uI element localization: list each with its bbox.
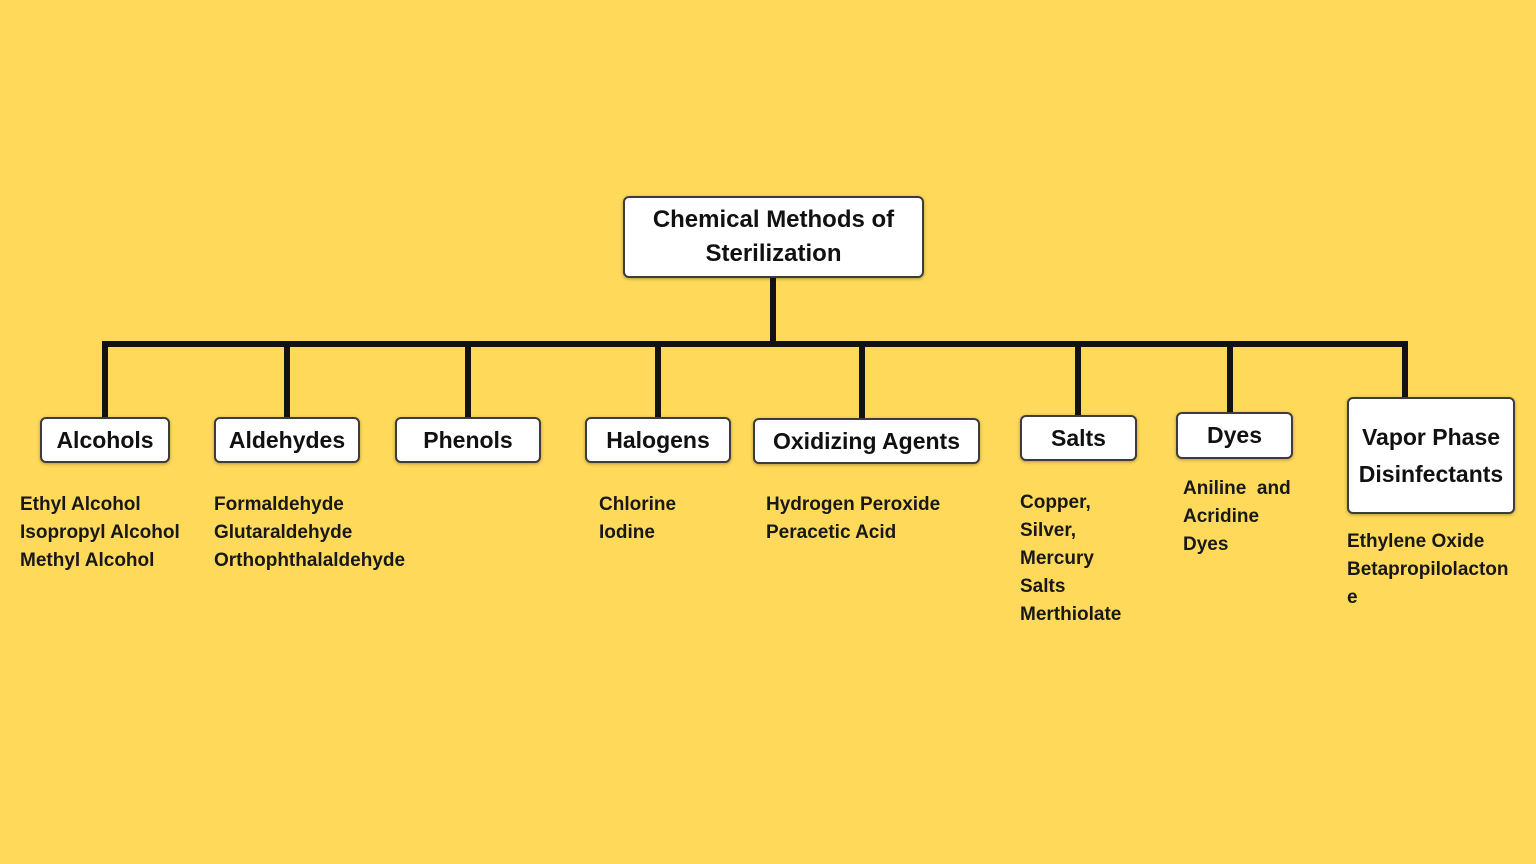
branch-label: Phenols xyxy=(423,426,513,453)
list-item: Ethylene Oxide xyxy=(1347,531,1485,552)
item-list-halogens: Chlorine Iodine xyxy=(599,491,676,547)
item-list-alcohols: Ethyl Alcohol Isopropyl Alcohol Methyl A… xyxy=(20,491,180,575)
root-node-chemical-methods: Chemical Methods of Sterilization xyxy=(623,196,924,278)
branch-node-oxidizing-agents: Oxidizing Agents xyxy=(753,418,980,464)
list-item: Merthiolate xyxy=(1020,604,1122,625)
branch-node-aldehydes: Aldehydes xyxy=(214,417,360,463)
list-item: Ethyl Alcohol xyxy=(20,494,141,515)
list-item: Peracetic Acid xyxy=(766,522,897,543)
list-item: Copper, xyxy=(1020,492,1091,513)
list-item: Hydrogen Peroxide xyxy=(766,494,941,515)
connector-drop-vapor xyxy=(1402,341,1408,397)
item-list-oxidizing-agents: Hydrogen Peroxide Peracetic Acid xyxy=(766,491,940,547)
list-item: Acridine xyxy=(1183,506,1260,527)
branch-label: Aldehydes xyxy=(228,426,346,453)
branch-node-vapor-phase-disinfectants: Vapor Phase Disinfectants xyxy=(1347,397,1515,514)
list-item: Silver, xyxy=(1020,520,1076,541)
connector-drop-oxidizing xyxy=(859,341,865,418)
branch-node-dyes: Dyes xyxy=(1176,412,1293,459)
connector-drop-dyes xyxy=(1227,341,1233,412)
connector-drop-halogens xyxy=(655,341,661,417)
branch-node-halogens: Halogens xyxy=(585,417,731,463)
list-item: Betapropilolactone xyxy=(1347,559,1509,608)
branch-node-phenols: Phenols xyxy=(395,417,541,463)
branch-label: Salts xyxy=(1051,424,1106,451)
item-list-dyes: Aniline and Acridine Dyes xyxy=(1183,475,1291,559)
connector-drop-phenols xyxy=(465,341,471,417)
branch-label: Halogens xyxy=(606,426,710,453)
list-item: Aniline and xyxy=(1183,478,1291,499)
connector-drop-salts xyxy=(1075,341,1081,415)
branch-label: Vapor Phase Disinfectants xyxy=(1358,423,1504,487)
connector-drop-alcohols xyxy=(102,341,108,417)
branch-label: Alcohols xyxy=(56,426,154,453)
item-list-vapor-phase: Ethylene Oxide Betapropilolactone xyxy=(1347,528,1519,612)
branch-node-alcohols: Alcohols xyxy=(40,417,170,463)
list-item: Mercury xyxy=(1020,548,1094,569)
connector-drop-aldehydes xyxy=(284,341,290,417)
list-item: Orthophthalaldehyde xyxy=(214,550,406,571)
list-item: Dyes xyxy=(1183,534,1229,555)
list-item: Chlorine xyxy=(599,494,677,515)
list-item: Iodine xyxy=(599,522,655,543)
branch-label: Dyes xyxy=(1207,422,1262,448)
list-item: Formaldehyde xyxy=(214,494,344,515)
item-list-aldehydes: Formaldehyde Glutaraldehyde Orthophthala… xyxy=(214,491,405,575)
list-item: Isopropyl Alcohol xyxy=(20,522,180,543)
list-item: Methyl Alcohol xyxy=(20,550,155,571)
list-item: Salts xyxy=(1020,576,1066,597)
item-list-salts: Copper, Silver, Mercury Salts Merthiolat… xyxy=(1020,489,1121,629)
connector-horizontal-bus xyxy=(102,341,1408,347)
connector-title-drop xyxy=(770,278,776,344)
branch-node-salts: Salts xyxy=(1020,415,1137,461)
root-node-label: Chemical Methods of Sterilization xyxy=(652,206,895,267)
branch-label: Oxidizing Agents xyxy=(773,427,960,454)
list-item: Glutaraldehyde xyxy=(214,522,353,543)
